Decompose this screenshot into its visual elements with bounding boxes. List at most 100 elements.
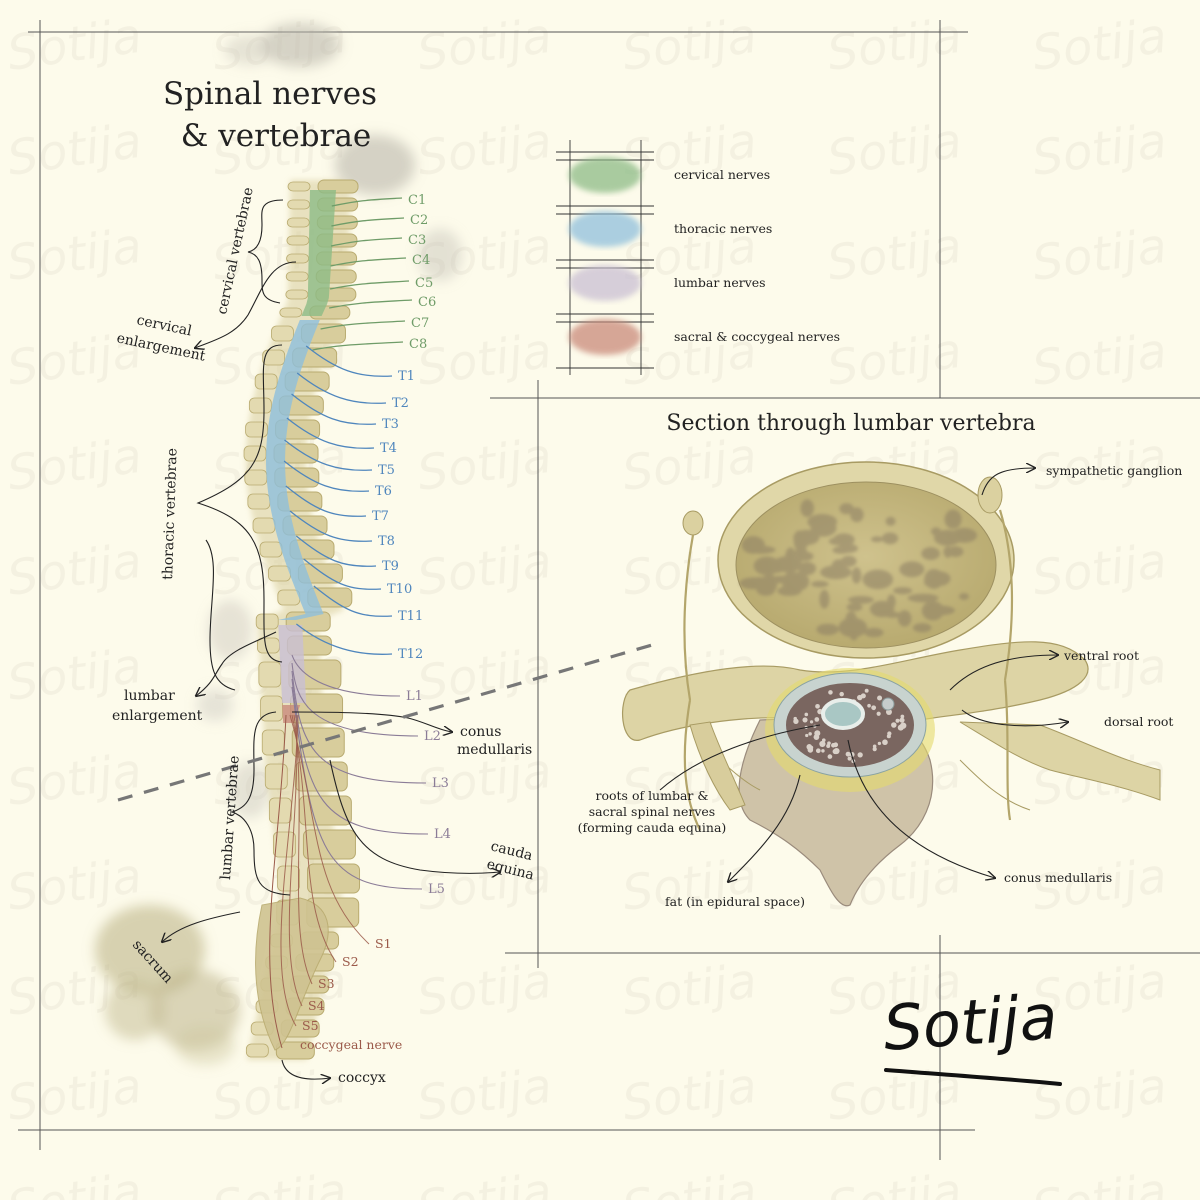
legend-label: sacral & coccygeal nerves: [674, 329, 840, 344]
watermark-text: Sotija: [4, 1163, 145, 1200]
lumbar-nerve: [291, 662, 419, 737]
watermark-text: Sotija: [414, 113, 555, 187]
cervical-nerve-label: C1: [408, 193, 426, 208]
sacral-nerve-label: S5: [302, 1018, 319, 1033]
thoracic-nerve-label: T2: [392, 396, 409, 411]
watermark-text: Sotija: [824, 113, 965, 187]
sacral-nerve-label: S1: [375, 936, 392, 951]
frame-lines: [18, 20, 1200, 1160]
lumbar-vertebra-section: [621, 461, 1161, 907]
cervical-nerve: [331, 197, 403, 207]
cervical-nerve-label: C2: [410, 213, 428, 228]
watermark-text: Sotija: [414, 638, 555, 712]
watermark-text: Sotija: [4, 8, 145, 82]
thoracic-nerve-label: T3: [382, 417, 399, 432]
lumbar-nerve-label: L3: [432, 776, 449, 791]
thoracic-nerve-label: T9: [382, 559, 399, 574]
thoracic-nerve: [296, 372, 387, 404]
legend-swatch: [569, 265, 641, 301]
watermark-text: Sotija: [414, 1058, 555, 1132]
section-labels: sympathetic ganglion ventral root dorsal…: [578, 463, 1183, 909]
legend-swatch: [569, 319, 641, 355]
watermark-text: Sotija: [414, 8, 555, 82]
thoracic-nerve: [284, 439, 373, 471]
thoracic-nerve-label: T1: [398, 369, 415, 384]
watermark-text: Sotija: [4, 743, 145, 817]
sacral-nerve: [293, 714, 313, 985]
section-indicator-line: [117, 643, 653, 802]
thoracic-nerve: [285, 485, 367, 517]
cervical-nerve-label: C7: [411, 316, 429, 331]
legend-label: thoracic nerves: [674, 221, 772, 236]
watermark-text: Sotija: [1029, 218, 1170, 292]
sacral-nerve: [291, 714, 337, 963]
watermark-text: Sotija: [1029, 1058, 1170, 1132]
watermark-text: Sotija: [619, 848, 760, 922]
cervical-nerve: [312, 341, 404, 351]
conus-medullaris-label-2: medullaris: [457, 742, 532, 758]
thoracic-nerve-label: T8: [378, 534, 395, 549]
watermark-text: Sotija: [4, 1058, 145, 1132]
section-title: Section through lumbar vertebra: [666, 411, 1035, 436]
roots-label-3: (forming cauda equina): [578, 820, 727, 835]
thoracic-nerve-label: T7: [372, 509, 389, 524]
lumbar-nerve-label: L2: [424, 729, 441, 744]
thoracic-nerve: [289, 510, 373, 542]
watermark-text: Sotija: [619, 428, 760, 502]
watermark-text: Sotija: [4, 428, 145, 502]
cervical-nerve: [330, 280, 410, 290]
cervical-nerve-label: C8: [409, 337, 427, 352]
watermark-text: Sotija: [414, 428, 555, 502]
watermark-text: Sotija: [619, 953, 760, 1027]
legend-swatch: [569, 211, 641, 247]
sympathetic-ganglion-label: sympathetic ganglion: [1046, 463, 1182, 478]
cervical-nerve: [330, 257, 407, 267]
coccyx-label: coccyx: [338, 1070, 386, 1086]
thoracic-nerve: [291, 393, 377, 425]
cervical-nerve: [330, 237, 403, 247]
roots-label-2: sacral spinal nerves: [589, 804, 715, 819]
thoracic-nerve: [295, 623, 393, 655]
watercolor-blotches: [95, 23, 462, 1065]
watermark-text: Sotija: [1029, 113, 1170, 187]
watermark-text: Sotija: [824, 218, 965, 292]
thoracic-nerve-label: T12: [398, 647, 423, 662]
diagram-title-line2: & vertebrae: [181, 118, 371, 154]
lumbar-nerve: [291, 654, 401, 697]
thoracic-nerve: [295, 535, 377, 567]
watermark-text: Sotija: [619, 1058, 760, 1132]
legend-label: lumbar nerves: [674, 275, 766, 290]
thoracic-nerve: [305, 345, 393, 377]
section-annotations: [659, 468, 1068, 882]
ventral-root-label: ventral root: [1063, 648, 1139, 663]
watermark-text: Sotija: [209, 1163, 350, 1200]
lumbar-enlargement-label: lumbar: [124, 688, 175, 704]
lumbar-nerve-label: L5: [428, 882, 445, 897]
sacral-nerve-label: S4: [308, 998, 325, 1013]
watermark-text: Sotija: [414, 1163, 555, 1200]
conus-medullaris-label: conus: [460, 724, 502, 740]
lumbar-enlargement-label-2: enlargement: [112, 708, 203, 724]
watermark-text: Sotija: [1029, 8, 1170, 82]
cervical-nerve: [331, 217, 405, 227]
dorsal-root-label: dorsal root: [1104, 714, 1173, 729]
watermark-text: Sotija: [4, 533, 145, 607]
artist-signature: Sotija: [881, 980, 1062, 1086]
watermark-text: Sotija: [824, 1163, 965, 1200]
watermark-text: Sotija: [1029, 323, 1170, 397]
legend-swatch: [569, 157, 641, 193]
cervical-nerve-label: C5: [415, 276, 433, 291]
sacral-nerve: [288, 714, 303, 1007]
roots-label: roots of lumbar &: [596, 788, 709, 803]
cervical-nerve: [329, 299, 413, 309]
watermark-text: Sotija: [4, 218, 145, 292]
cervical-nerve-label: C6: [418, 295, 436, 310]
watermark-text: Sotija: [824, 323, 965, 397]
thoracic-nerve-label: T6: [375, 484, 392, 499]
watermark-text: Sotija: [414, 533, 555, 607]
nerve-labels: C1C2C3C4C5C6C7C8T1T2T3T4T5T6T7T8T9T10T11…: [300, 193, 451, 1052]
watermark-text: Sotija: [619, 8, 760, 82]
